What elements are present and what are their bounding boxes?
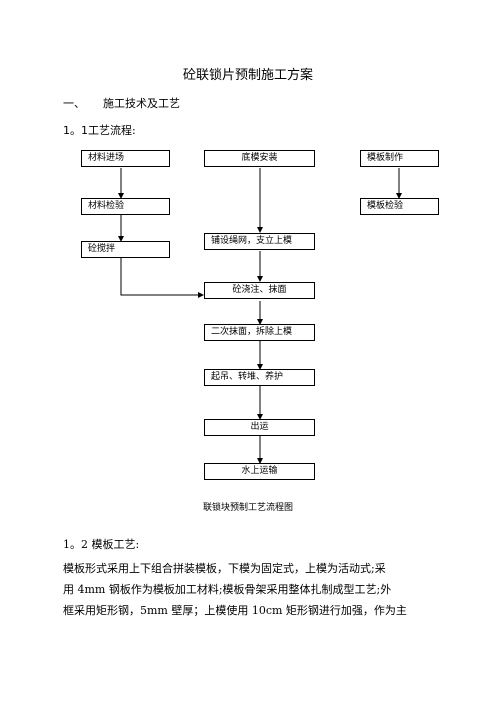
flow-box-pouring-finishing: 砼浇注、抹面 bbox=[204, 282, 315, 299]
subsection-heading: 1。1工艺流程: bbox=[63, 122, 136, 138]
flow-box-material-inspection: 材料检验 bbox=[81, 198, 170, 215]
subsection-number: 1。1 bbox=[63, 124, 88, 137]
flow-box-mold-fabrication: 模板制作 bbox=[360, 150, 439, 167]
flow-box-material-arrival: 材料进场 bbox=[81, 150, 170, 167]
body-paragraph: 模板形式采用上下组合拼装模板，下模为固定式，上模为活动式;采 用 4mm 钢板作… bbox=[63, 558, 435, 621]
paragraph-line: 框采用矩形钢，5mm 壁厚；上模使用 10cm 矩形钢进行加强，作为主 bbox=[63, 604, 407, 617]
paragraph-line: 模板形式采用上下组合拼装模板，下模为固定式，上模为活动式;采 bbox=[63, 562, 386, 575]
flow-box-mold-inspection: 模板检验 bbox=[360, 198, 439, 215]
subsection-title: 工艺流程: bbox=[88, 124, 136, 137]
flowchart-caption: 联锁块预制工艺流程图 bbox=[202, 503, 293, 513]
flow-box-lay-rope-net: 铺设绳网，支立上模 bbox=[204, 233, 315, 250]
document-title: 砼联锁片预制施工方案 bbox=[182, 68, 313, 83]
arrow-b7-b8 bbox=[120, 258, 204, 298]
section-heading: 一、 施工技术及工艺 bbox=[63, 95, 180, 111]
paragraph-line: 用 4mm 钢板作为模板加工材料;模板骨架采用整体扎制成型工艺;外 bbox=[63, 583, 392, 596]
section-number: 一、 bbox=[63, 97, 85, 110]
subsection-heading-2: 1。2 模板工艺: bbox=[63, 538, 140, 551]
flow-box-lifting-curing: 起吊、转堆、养护 bbox=[204, 369, 315, 386]
flow-box-water-transport: 水上运输 bbox=[204, 463, 315, 480]
flow-box-bottom-mold-install: 底模安装 bbox=[204, 150, 315, 167]
flow-box-second-finishing: 二次抹面，拆除上模 bbox=[204, 324, 315, 341]
flow-box-concrete-mixing: 砼搅拌 bbox=[81, 241, 170, 258]
section-title: 施工技术及工艺 bbox=[103, 97, 180, 110]
flow-box-shipping-out: 出运 bbox=[204, 419, 315, 436]
